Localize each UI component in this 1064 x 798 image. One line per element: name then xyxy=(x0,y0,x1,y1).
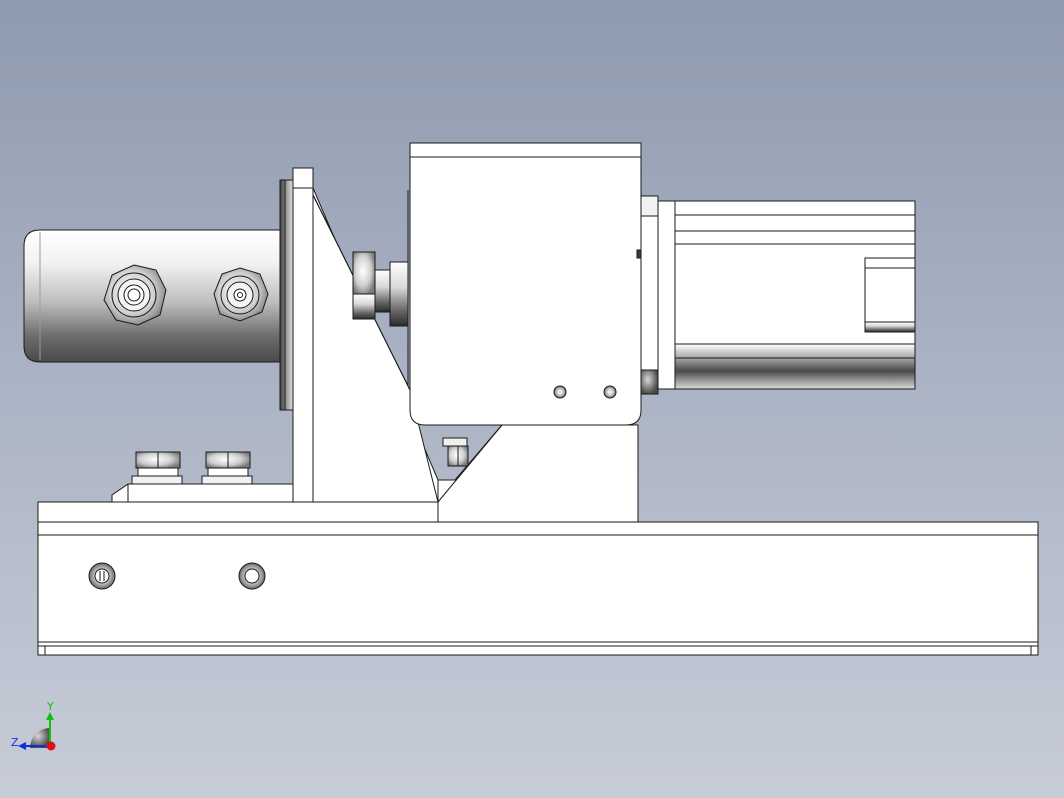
gearbox-screw-2 xyxy=(603,385,617,399)
fitting-large xyxy=(103,264,167,326)
motor-flange xyxy=(279,179,294,411)
triad-sphere-icon xyxy=(30,728,50,748)
y-axis-arrowhead-icon xyxy=(46,712,54,720)
servo-motor xyxy=(640,195,916,395)
gearbox-screw-1 xyxy=(553,385,567,399)
plate-bolt-1 xyxy=(131,451,183,485)
y-axis-label: Y xyxy=(46,700,54,713)
plate-bolt-2 xyxy=(201,451,253,485)
mounting-hole-left xyxy=(88,562,116,590)
mounting-hole-right xyxy=(238,562,266,590)
fitting-small xyxy=(213,267,269,322)
z-axis-arrowhead-icon xyxy=(18,742,26,750)
orientation-triad: Y Z xyxy=(11,700,56,751)
vertical-bracket xyxy=(292,167,639,523)
shaft-coupling xyxy=(352,251,409,327)
gearbox-housing xyxy=(407,142,643,426)
base-rail xyxy=(37,521,1039,656)
z-axis-label: Z xyxy=(11,736,19,749)
gusset-bolt xyxy=(442,437,469,467)
x-axis-point-icon xyxy=(46,741,56,751)
mounting-plate xyxy=(37,483,439,523)
